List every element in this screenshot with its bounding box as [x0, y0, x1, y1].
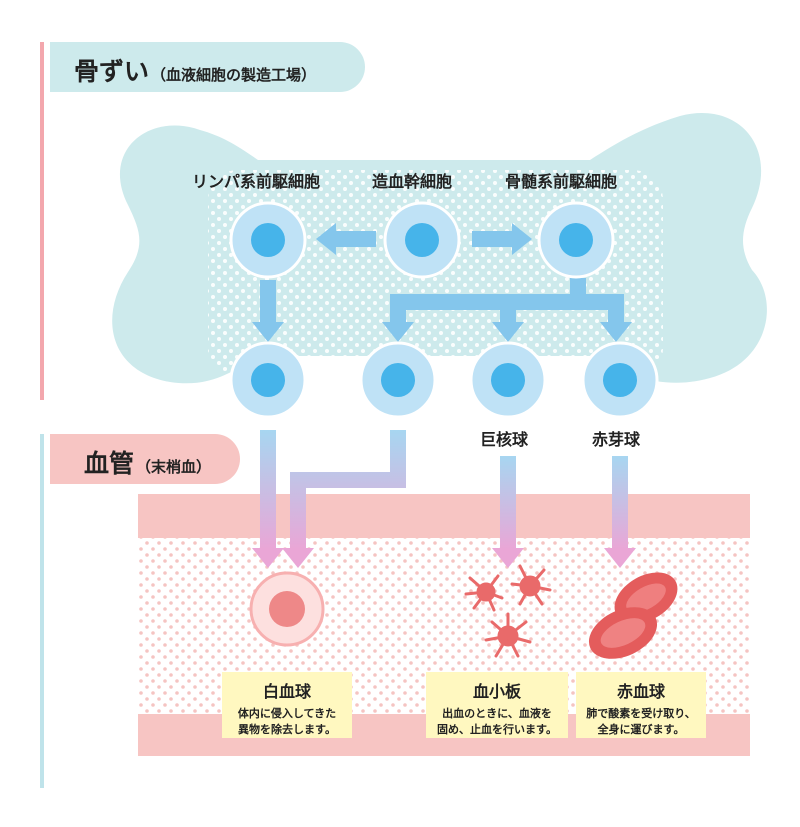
- caption-platelet: 血小板 出血のときに、血液を 固め、止血を行います。: [426, 672, 568, 738]
- platelets: [464, 564, 552, 658]
- arrow-myeloid-to-wbc: [282, 430, 406, 568]
- vessel-side-bar: [40, 434, 44, 788]
- arrow-lymphoid-to-wbc: [252, 430, 284, 568]
- arrow-myeloid-branch: [382, 278, 632, 342]
- caption-wbc-desc-2: 異物を除去します。: [238, 723, 336, 736]
- cell-erythroblast: [581, 341, 659, 419]
- cell-myeloid-progenitor: [537, 201, 615, 279]
- label-stem-cell: 造血幹細胞: [372, 172, 453, 191]
- platelet-3: [484, 612, 532, 658]
- arrow-megakaryocyte-to-platelet: [492, 456, 524, 568]
- bone-side-bar: [40, 42, 44, 400]
- label-megakaryocyte: 巨核球: [480, 430, 529, 449]
- caption-wbc-desc-1: 体内に侵入してきた: [237, 707, 337, 720]
- bone-marrow-title: 骨ずい （血液細胞の製造工場）: [74, 52, 316, 88]
- arrow-lymphoid-down: [252, 280, 284, 342]
- red-blood-cells: [588, 572, 678, 659]
- blood-vessel-title: 血管 （末梢血）: [84, 444, 211, 480]
- caption-rbc-desc-1: 肺で酸素を受け取り、: [586, 707, 696, 720]
- blood-vessel-header: [50, 434, 240, 484]
- cell-lymphoid-progenitor: [229, 201, 307, 279]
- caption-wbc-title: 白血球: [262, 682, 311, 701]
- arrow-to-myeloid: [472, 223, 532, 255]
- cell-myeloid-precursor: [359, 341, 437, 419]
- arrow-erythroblast-to-rbc: [604, 456, 636, 568]
- arrow-to-lymphoid: [316, 223, 376, 255]
- cell-lymphocyte-precursor: [229, 341, 307, 419]
- caption-platelet-desc-2: 固め、止血を行います。: [437, 723, 557, 736]
- caption-rbc-title: 赤血球: [616, 682, 665, 701]
- bone-marrow-title-text: 骨ずい: [74, 57, 150, 86]
- cell-stem: [383, 201, 461, 279]
- label-lymphoid-progenitor: リンパ系前駆細胞: [192, 172, 321, 191]
- label-myeloid-progenitor: 骨髄系前駆細胞: [505, 172, 618, 191]
- blood-vessel-title-text: 血管: [84, 449, 135, 478]
- caption-platelet-desc-1: 出血のときに、血液を: [442, 707, 552, 720]
- blood-vessel-subtitle: （末梢血）: [136, 458, 212, 476]
- label-erythroblast: 赤芽球: [592, 430, 641, 449]
- bone-marrow-subtitle: （血液細胞の製造工場）: [151, 66, 317, 84]
- platelet-1: [464, 574, 504, 612]
- caption-wbc: 白血球 体内に侵入してきた 異物を除去します。: [222, 672, 352, 738]
- caption-rbc: 赤血球 肺で酸素を受け取り、 全身に運びます。: [576, 672, 706, 738]
- white-blood-cell: [249, 571, 325, 647]
- caption-rbc-desc-2: 全身に運びます。: [597, 723, 685, 736]
- bone-marrow-header: [50, 42, 365, 92]
- caption-platelet-title: 血小板: [472, 682, 521, 701]
- cell-megakaryocyte: [469, 341, 547, 419]
- platelet-2: [510, 564, 552, 606]
